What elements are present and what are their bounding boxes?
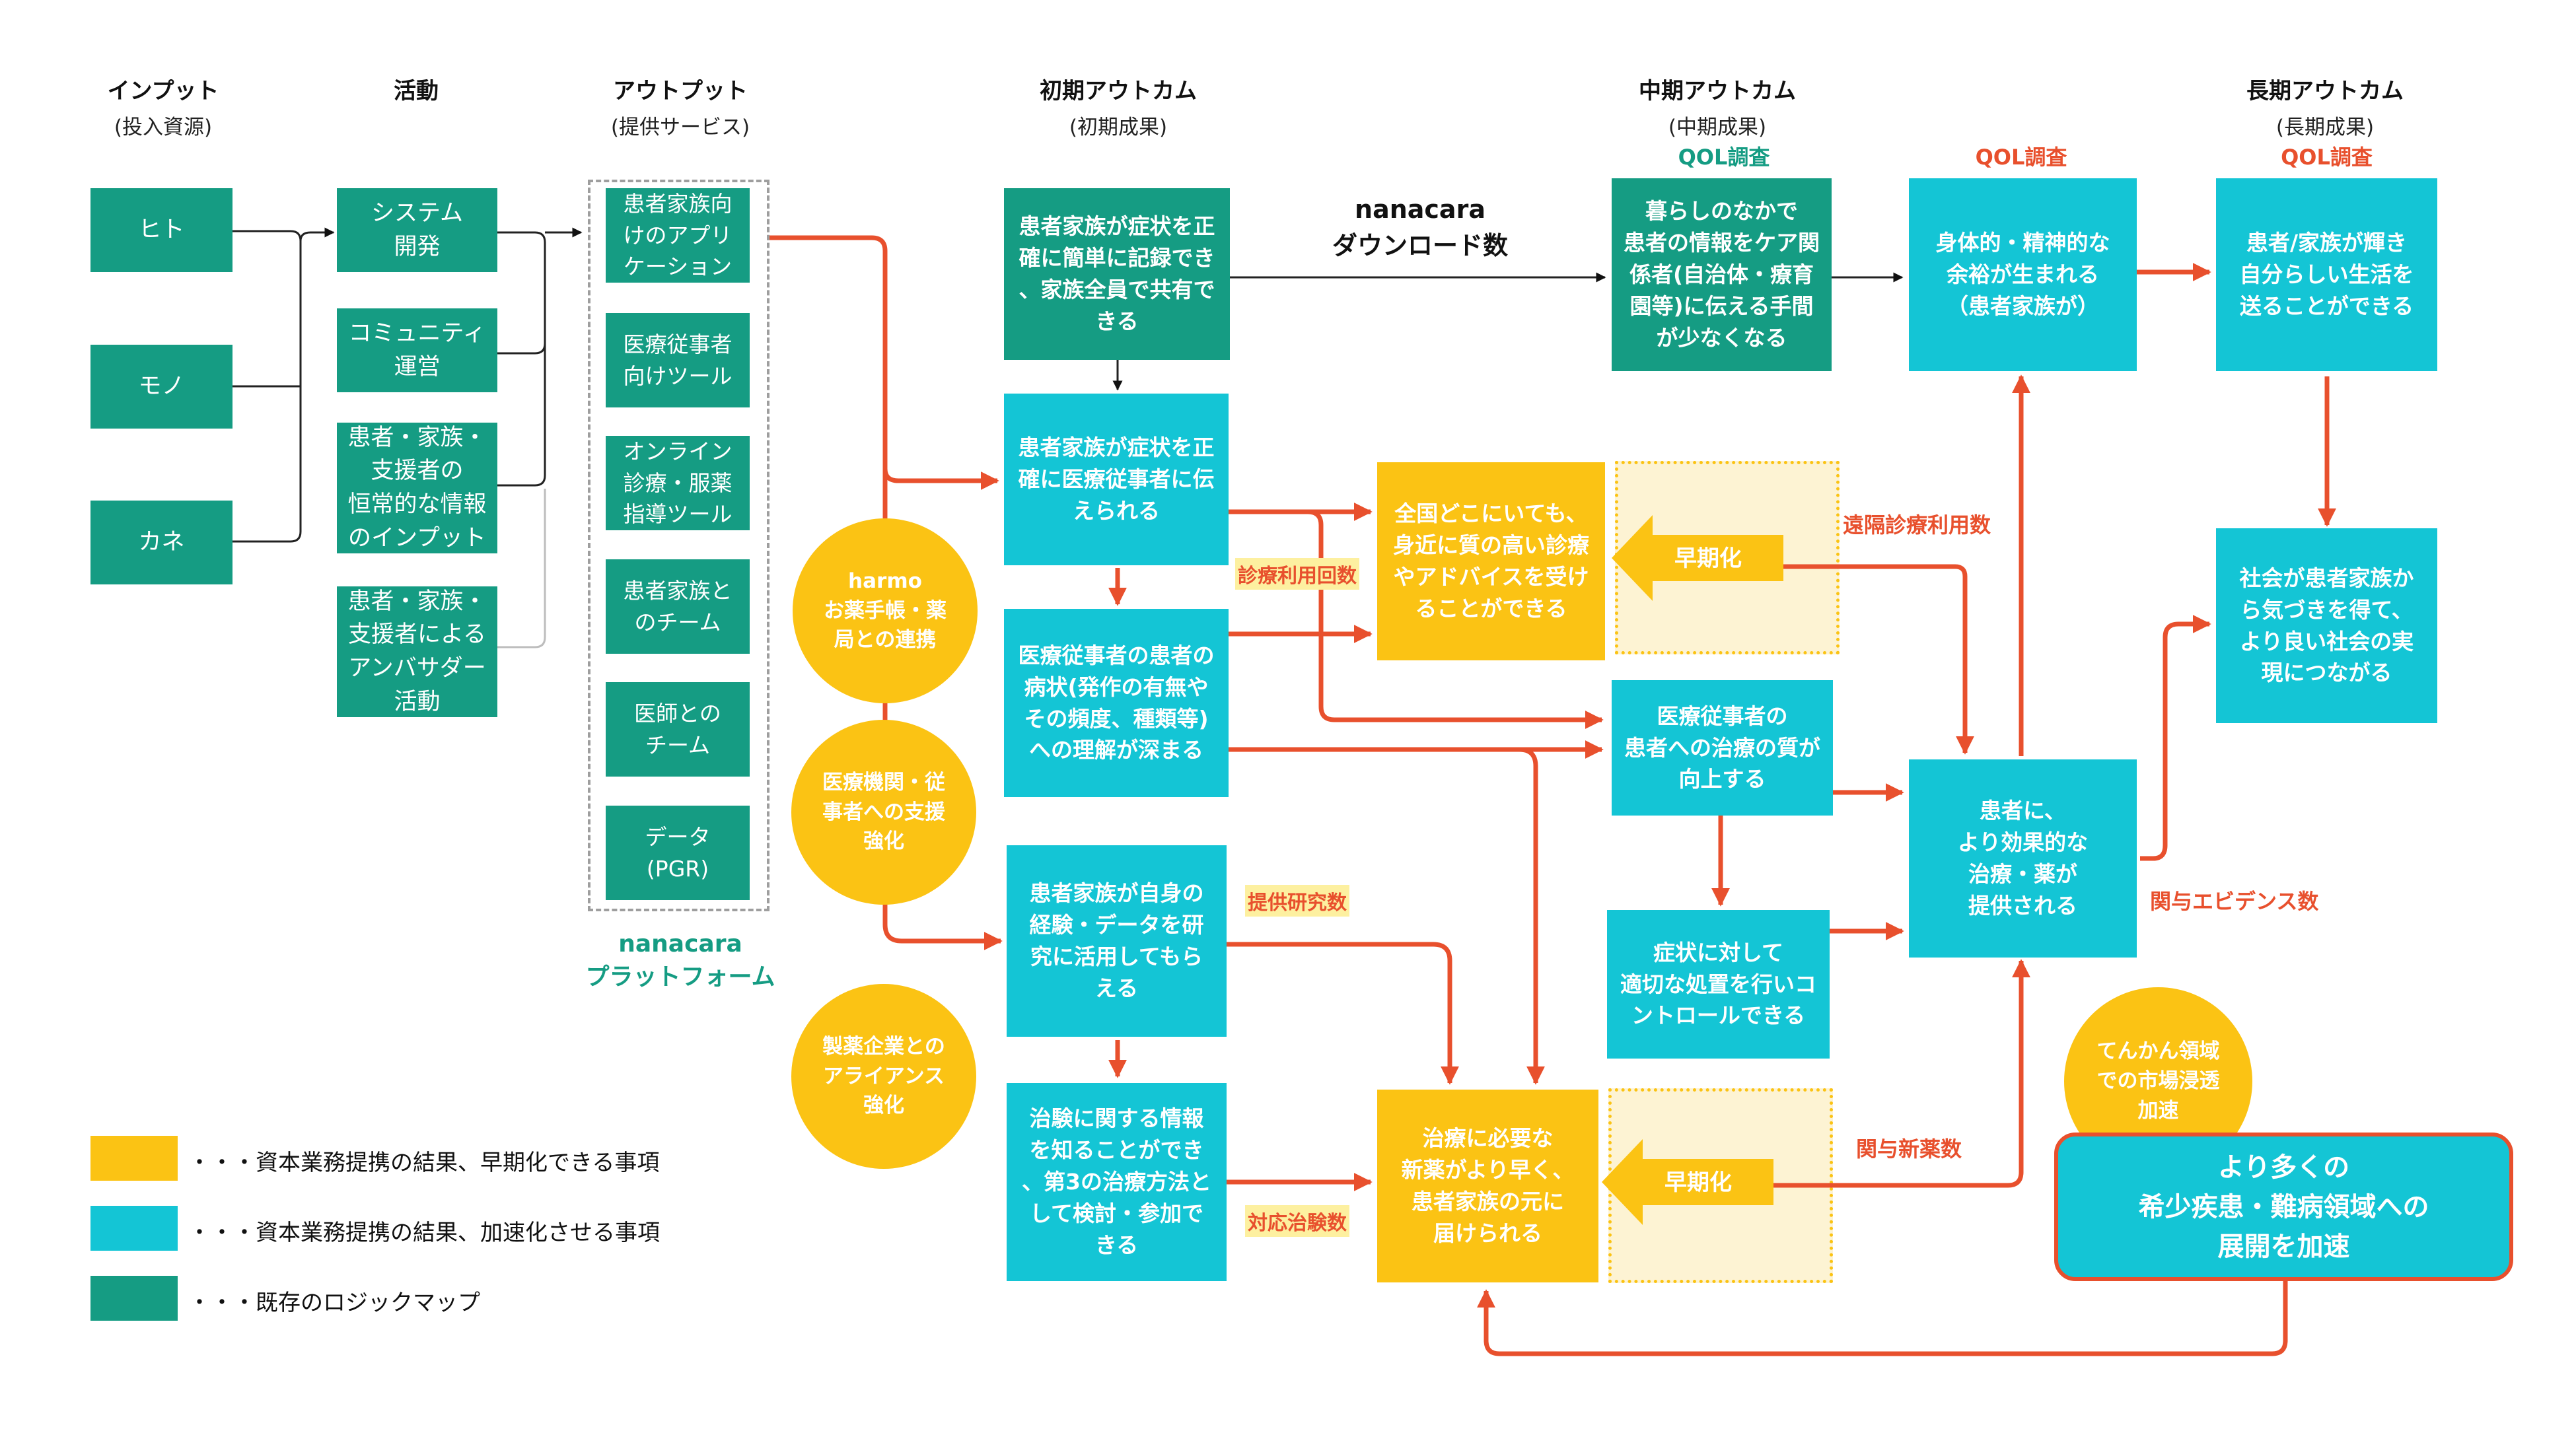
outcome-anywhere: 全国どこにいても、 身近に質の高い診療 やアドバイスを受け ることができる xyxy=(1377,462,1605,660)
big-goal: より多くの 希少疾患・難病領域への 展開を加速 xyxy=(2054,1133,2513,1281)
outcome-shine: 患者/家族が輝き 自分らしい生活を 送ることができる xyxy=(2216,178,2437,371)
input-things: モノ xyxy=(90,345,233,429)
output-data-pgr: データ (PGR) xyxy=(606,806,750,900)
metric-remote: 遠隔診療利用数 xyxy=(1843,512,1991,538)
header-initial-title: 初期アウトカム xyxy=(1040,78,1197,104)
outcome-trial: 治験に関する情報 を知ることができ 、第3の治療方法と して検討・参加で きる xyxy=(1007,1083,1227,1281)
output-medical-tool: 医療従事者 向けツール xyxy=(606,313,750,407)
metric-download: nanacara ダウンロード数 xyxy=(1332,195,1508,261)
metric-trials: 対応治験数 xyxy=(1245,1205,1349,1237)
platform-label: nanacara プラットフォーム xyxy=(585,930,775,991)
output-family-team: 患者家族と のチーム xyxy=(606,559,750,654)
header-middle: 中期アウトカム (中期成果) xyxy=(1612,73,1823,140)
activity-community: コミュニティ 運営 xyxy=(337,308,497,392)
header-long-title: 長期アウトカム xyxy=(2246,78,2404,104)
metric-qol-2: QOL調査 xyxy=(1975,145,2067,170)
outcome-research: 患者家族が自身の 経験・データを研 究に活用してもら える xyxy=(1007,845,1227,1037)
legend-swatch-earlier xyxy=(90,1136,178,1181)
metric-visits: 診療利用回数 xyxy=(1235,558,1359,590)
header-activity: 活動 xyxy=(310,73,522,105)
output-family-app: 患者家族向 けのアプリ ケーション xyxy=(606,188,750,283)
output-doctor-team: 医師との チーム xyxy=(606,682,750,777)
earlier-arrow-1-shape xyxy=(1612,515,1783,601)
legend-swatch-existing xyxy=(90,1276,178,1321)
earlier-arrow-2: 早期化 xyxy=(1602,1139,1800,1225)
metric-qol-1: QOL調査 xyxy=(1678,145,1770,170)
outcome-convey: 患者家族が症状を正 確に医療従事者に伝 えられる xyxy=(1004,394,1229,565)
outcome-effective: 患者に、 より効果的な 治療・薬が 提供される xyxy=(1909,759,2137,958)
header-initial: 初期アウトカム (初期成果) xyxy=(1013,73,1224,140)
header-initial-sub: (初期成果) xyxy=(1069,116,1168,139)
legend-text-accelerate: ・・・資本業務提携の結果、加速化させる事項 xyxy=(188,1220,660,1246)
circle-pharma-alliance: 製薬企業との アライアンス 強化 xyxy=(791,984,976,1169)
outcome-record: 患者家族が症状を正 確に簡単に記録でき 、家族全員で共有で きる xyxy=(1004,188,1230,360)
outcome-mental: 身体的・精神的な 余裕が生まれる （患者家族が） xyxy=(1909,178,2137,371)
header-output-title: アウトプット xyxy=(613,78,748,104)
input-money: カネ xyxy=(90,501,233,584)
activity-info-input: 患者・家族・ 支援者の 恒常的な情報 のインプット xyxy=(337,423,497,553)
header-input-title: インプット xyxy=(107,78,219,104)
earlier-arrow-2-shape xyxy=(1602,1139,1773,1225)
header-middle-title: 中期アウトカム xyxy=(1639,78,1796,104)
input-people: ヒト xyxy=(90,188,233,272)
metric-qol-3: QOL調査 xyxy=(2281,145,2373,170)
header-activity-title: 活動 xyxy=(394,78,439,104)
metric-research: 提供研究数 xyxy=(1245,885,1349,917)
outcome-care: 暮らしのなかで 患者の情報をケア関 係者(自治体・療育 園等)に伝える手間 が少… xyxy=(1612,178,1832,371)
activity-ambassador: 患者・家族・ 支援者による アンバサダー 活動 xyxy=(337,586,497,717)
outcome-quality: 医療従事者の 患者への治療の質が 向上する xyxy=(1612,680,1833,816)
outcome-understand: 医療従事者の患者の 病状(発作の有無や その頻度、種類等) への理解が深まる xyxy=(1004,609,1229,797)
earlier-label-2: 早期化 xyxy=(1664,1169,1732,1196)
platform-group xyxy=(588,180,769,911)
outcome-drug: 治療に必要な 新薬がより早く、 患者家族の元に 届けられる xyxy=(1377,1090,1598,1282)
header-long: 長期アウトカム (長期成果) xyxy=(2219,73,2431,140)
outcome-control: 症状に対して 適切な処置を行いコ ントロールできる xyxy=(1607,910,1830,1059)
circle-medical-support: 医療機関・従 事者への支援 強化 xyxy=(791,720,976,905)
legend-text-existing: ・・・既存のロジックマップ xyxy=(188,1290,480,1316)
header-input: インプット (投入資源) xyxy=(57,73,269,140)
header-output: アウトプット (提供サービス) xyxy=(575,73,786,140)
metric-evidence: 関与エビデンス数 xyxy=(2150,889,2319,914)
header-long-sub: (長期成果) xyxy=(2275,116,2375,139)
legend-swatch-accelerate xyxy=(90,1206,178,1251)
legend-text-earlier: ・・・資本業務提携の結果、早期化できる事項 xyxy=(188,1150,660,1176)
earlier-label-1: 早期化 xyxy=(1674,545,1742,572)
activity-system-dev: システム 開発 xyxy=(337,188,497,272)
circle-harmo: harmo お薬手帳・薬 局との連携 xyxy=(793,518,978,703)
header-middle-sub: (中期成果) xyxy=(1668,116,1767,139)
header-output-sub: (提供サービス) xyxy=(610,116,750,139)
header-input-sub: (投入資源) xyxy=(114,116,213,139)
outcome-society: 社会が患者家族か ら気づきを得て、 より良い社会の実 現につながる xyxy=(2216,528,2437,723)
metric-drugs: 関与新薬数 xyxy=(1856,1136,1962,1162)
output-online-tool: オンライン 診療・服薬 指導ツール xyxy=(606,436,750,530)
earlier-arrow-1: 早期化 xyxy=(1612,515,1810,601)
